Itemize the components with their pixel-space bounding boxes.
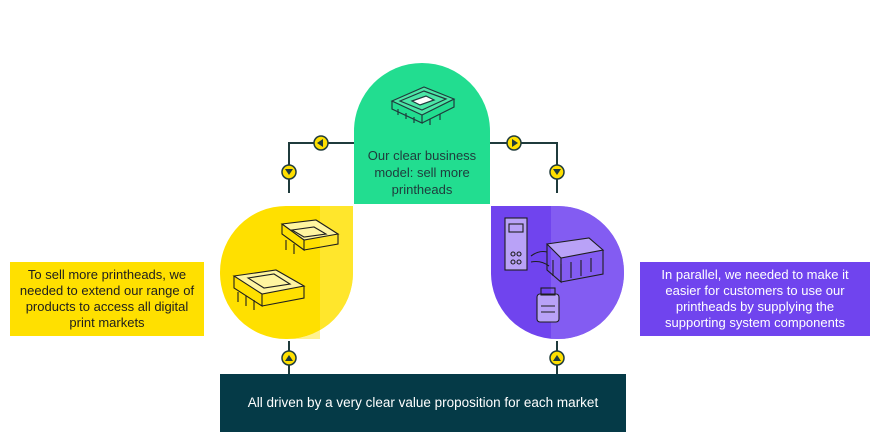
business-model-label: Our clear business model: sell more prin… [367,148,477,197]
system-components-node [491,206,624,339]
business-model-node: Our clear business model: sell more prin… [354,63,490,204]
product-range-text: To sell more printheads, we needed to ex… [10,262,204,336]
system-components-text: In parallel, we needed to make it easier… [640,262,870,336]
value-proposition-text: All driven by a very clear value proposi… [220,374,626,432]
printhead-icon [390,86,456,125]
system-components-icon [504,217,605,323]
top-petal [354,63,490,204]
connector-top-right [490,142,558,193]
left-petal [220,206,353,339]
product-range-node [220,206,353,339]
printhead-range-icon [232,219,340,310]
